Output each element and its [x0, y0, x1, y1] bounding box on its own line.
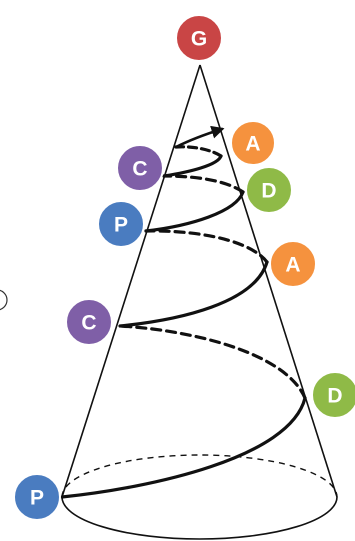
spiral-arrow: [174, 125, 225, 149]
node-p-upper-label: P: [114, 214, 128, 237]
cone-base-front: [61, 496, 338, 540]
spiral-front-segment: [162, 154, 223, 178]
node-c-upper-circle: [116, 144, 164, 192]
spiral-front-segment: [144, 190, 245, 233]
spiral-back-segment: [118, 324, 307, 400]
node-c-upper-label: C: [132, 158, 147, 181]
node-d-upper-circle: [245, 166, 293, 214]
node-d-lower: D: [311, 371, 355, 419]
node-p-lower-circle: [13, 473, 61, 521]
spiral-back-segment: [144, 229, 269, 264]
nodes: G A C D P A C D: [13, 14, 355, 521]
node-c-upper: C: [116, 144, 164, 192]
node-a-upper-circle: [230, 120, 276, 166]
node-c-lower-label: C: [81, 312, 96, 335]
node-p-upper: P: [97, 200, 145, 248]
partial-edge-circle: [0, 289, 8, 311]
node-a-upper-label: A: [245, 133, 260, 156]
spiral-back-segment: [162, 174, 245, 194]
node-a-lower-label: A: [285, 254, 300, 277]
spiral: [60, 125, 307, 499]
node-a-lower-circle: [269, 240, 317, 288]
node-p-lower-label: P: [30, 487, 44, 510]
node-g: G: [175, 14, 223, 62]
node-d-upper: D: [245, 166, 293, 214]
node-g-label: G: [191, 28, 207, 51]
node-c-lower: C: [65, 298, 113, 346]
spiral-front-segment: [60, 396, 307, 499]
node-a-upper: A: [230, 120, 276, 166]
node-d-upper-label: D: [261, 180, 276, 203]
node-a-lower: A: [269, 240, 317, 288]
spiral-front-segment: [118, 260, 269, 328]
node-p-lower: P: [13, 473, 61, 521]
cone-left-edge: [61, 64, 201, 498]
node-g-circle: [175, 14, 223, 62]
cone-base-back: [61, 454, 338, 498]
spiral-back-segment: [174, 145, 223, 158]
node-d-lower-circle: [311, 371, 355, 419]
node-c-lower-circle: [65, 298, 113, 346]
node-p-upper-circle: [97, 200, 145, 248]
node-d-lower-label: D: [327, 385, 342, 408]
